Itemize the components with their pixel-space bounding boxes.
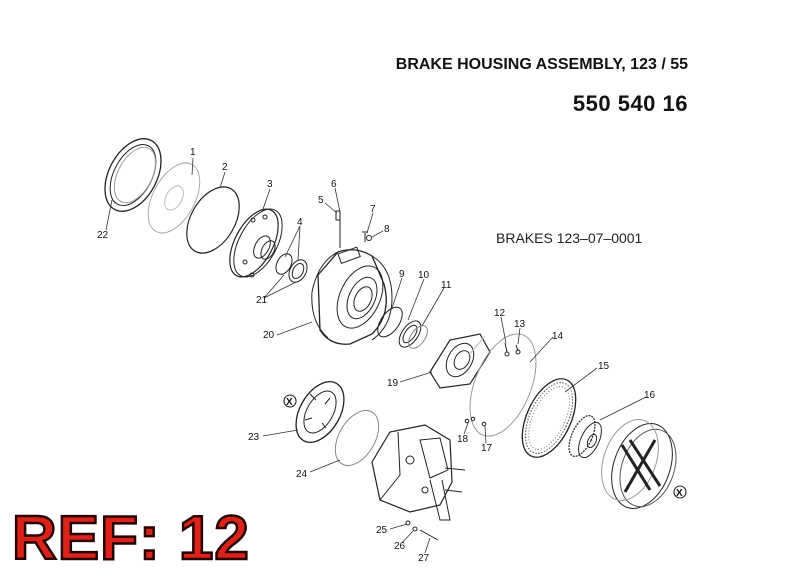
callout-10: 10 [418,270,430,281]
callout-25: 25 [376,525,388,536]
callout-24: 24 [296,469,308,480]
part-1-disc [147,162,201,234]
x-markers [283,394,687,499]
part-4-bearing-rings [275,253,308,283]
x-marker-left: X [286,397,293,408]
x-marker-right: X [676,488,683,499]
part-15-perforated-disc [521,378,577,458]
callout-23: 23 [248,432,260,443]
callout-16: 16 [644,390,656,401]
part-20-brake-housing [311,217,393,345]
part-24-ring [334,410,380,466]
ref-label: REF: 12 [11,504,250,573]
callout-6: 6 [331,179,337,190]
part-10-ring [398,320,422,348]
axle-housing [371,424,466,521]
parts-12-13-screws [504,342,521,357]
callout-12: 12 [494,308,506,319]
part-9-o-ring [377,306,403,338]
parts-25-27-bolts [405,520,439,541]
callout-3: 3 [267,179,273,190]
callout-2: 2 [222,162,228,173]
part-2-o-ring [186,186,240,254]
callout-5: 5 [318,195,324,206]
callout-18: 18 [457,434,469,445]
assembly-code: BRAKES 123–07–0001 [496,230,643,246]
callout-27: 27 [418,553,430,564]
part-19-piston-hub [429,333,491,389]
part-23-segmented-ring [295,381,345,443]
callout-19: 19 [387,378,399,389]
callout-22: 22 [97,230,109,241]
callout-14: 14 [552,331,564,342]
assembly-title: BRAKE HOUSING ASSEMBLY, 123 / 55 [395,56,688,73]
callout-8: 8 [384,224,390,235]
callout-leader-lines [105,157,647,554]
part-number: 550 540 16 [572,91,688,116]
callout-15: 15 [598,361,610,372]
part-3-flange-plate [229,208,283,278]
callout-labels: 1 2 3 4 5 6 7 8 9 10 11 12 13 14 15 16 1… [97,147,683,564]
callout-7: 7 [370,204,376,215]
callout-1: 1 [190,147,196,158]
parts-17-18-pins [464,416,487,427]
callout-4: 4 [297,217,303,228]
parts-5-8-fasteners [335,210,372,242]
callout-20: 20 [263,330,275,341]
part-14-friction-plate [467,333,537,437]
disc-pack-right [601,419,677,509]
callout-11: 11 [441,280,452,291]
callout-17: 17 [481,443,493,454]
part-22-seal-ring [104,138,162,212]
callout-26: 26 [394,541,406,552]
callout-9: 9 [399,269,405,280]
callout-21: 21 [256,295,268,306]
part-11-seal [408,325,428,349]
callout-13: 13 [514,319,526,330]
part-16-splined-hub [568,415,602,459]
